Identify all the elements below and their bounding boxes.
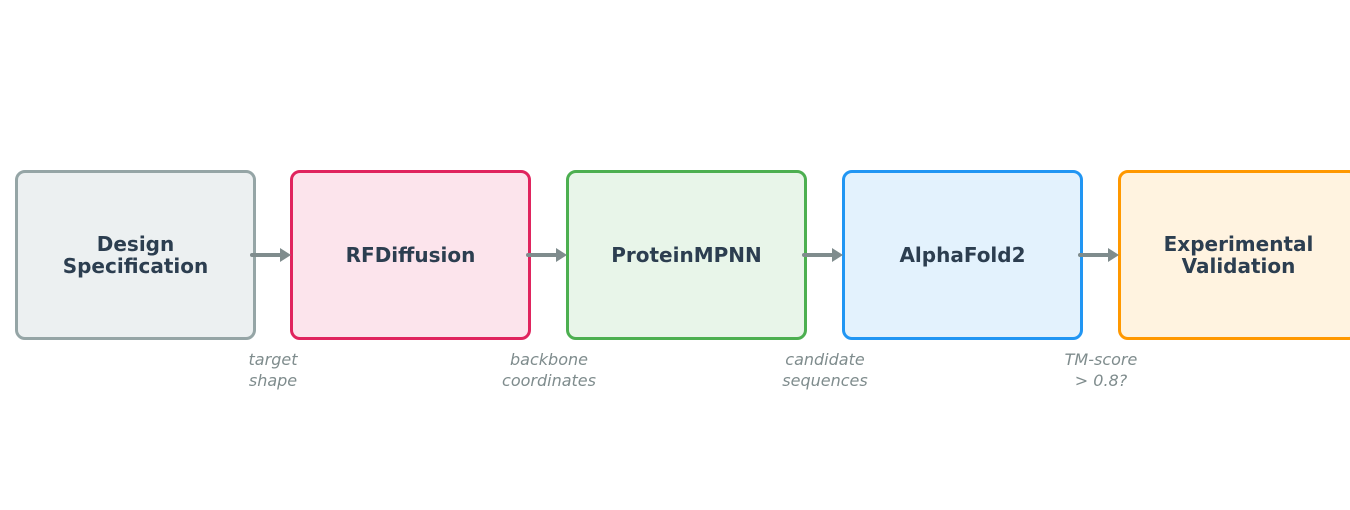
stage-alphafold2: AlphaFold2 xyxy=(842,170,1083,340)
edge-label-candidate-sequences: candidate sequences xyxy=(782,350,868,390)
arrow-icon xyxy=(802,248,843,262)
stage-label: AlphaFold2 xyxy=(899,243,1026,267)
arrow-icon xyxy=(250,248,291,262)
edge-label-tm-score: TM-score > 0.8? xyxy=(1064,350,1138,390)
stage-design-specification: Design Specification xyxy=(15,170,256,340)
stage-label: Experimental Validation xyxy=(1163,232,1314,278)
stage-label: RFDiffusion xyxy=(345,243,476,267)
stage-experimental-validation: Experimental Validation xyxy=(1118,170,1350,340)
stage-rfdiffusion: RFDiffusion xyxy=(290,170,531,340)
arrow-icon xyxy=(526,248,567,262)
stage-proteinmpnn: ProteinMPNN xyxy=(566,170,807,340)
edge-label-backbone-coordinates: backbone coordinates xyxy=(502,350,596,390)
arrow-head xyxy=(832,248,843,262)
stage-label: Design Specification xyxy=(62,232,209,278)
arrow-head xyxy=(1108,248,1119,262)
edge-label-target-shape: target shape xyxy=(248,350,298,390)
arrow-icon xyxy=(1078,248,1119,262)
stage-label: ProteinMPNN xyxy=(611,243,762,267)
arrow-head xyxy=(280,248,291,262)
arrow-head xyxy=(556,248,567,262)
